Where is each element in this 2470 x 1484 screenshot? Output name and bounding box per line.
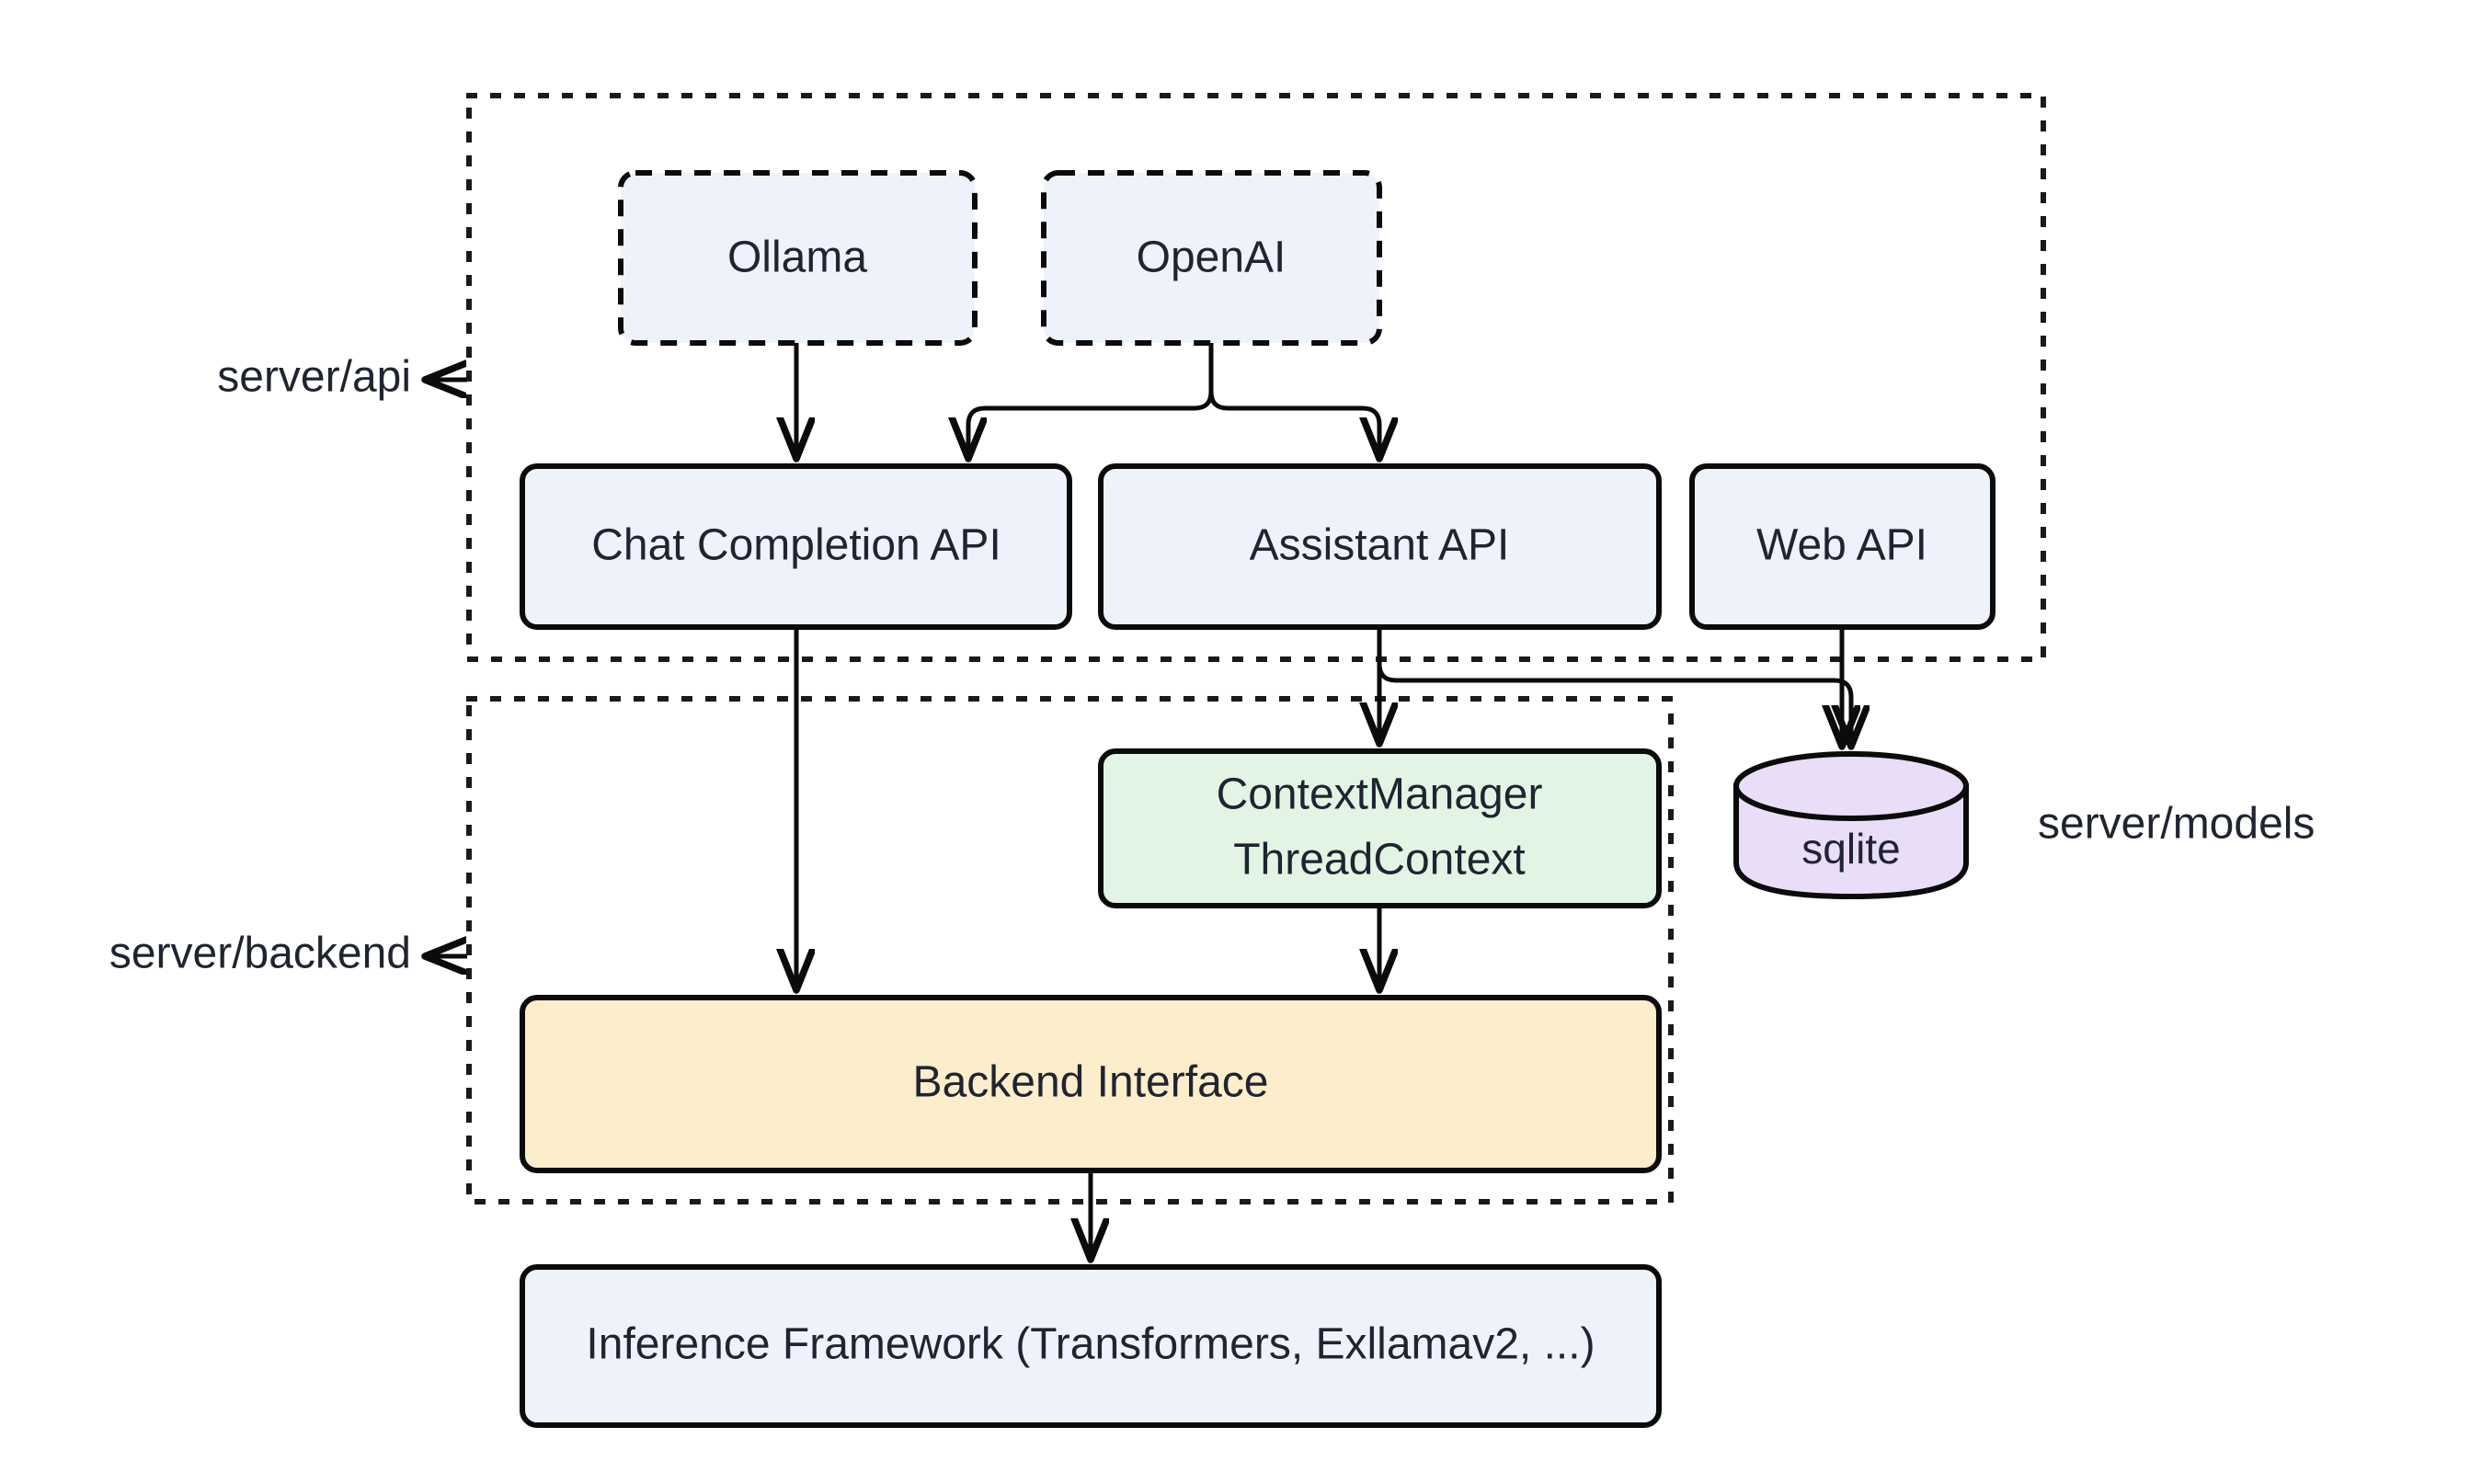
- node-ollama[interactable]: Ollama: [618, 170, 978, 346]
- node-sqlite[interactable]: sqlite: [1733, 751, 1969, 900]
- group-server-api: server/api: [217, 93, 2046, 662]
- node-chat-completion-api[interactable]: Chat Completion API: [520, 463, 1072, 630]
- edge-openai-to-assistant-api: [1208, 391, 1379, 457]
- node-sqlite-label: sqlite: [1801, 825, 1900, 873]
- node-openai[interactable]: OpenAI: [1041, 170, 1382, 346]
- edge-assistant-api-to-sqlite: [1377, 627, 1851, 745]
- node-context-manager[interactable]: ContextManager ThreadContext: [1098, 748, 1662, 908]
- node-chat-completion-api-shape: [520, 463, 1072, 630]
- edge-openai-to-chat-completion-api: [968, 391, 1214, 457]
- node-context-manager-label-line1: ContextManager: [1217, 771, 1543, 819]
- group-server-api-border: [466, 93, 2046, 662]
- node-web-api-shape: [1689, 463, 1995, 630]
- node-backend-interface[interactable]: Backend Interface: [520, 995, 1662, 1173]
- node-web-api[interactable]: Web API: [1689, 463, 1995, 630]
- node-chat-completion-api-label: Chat Completion API: [591, 521, 1001, 570]
- group-server-models-label: server/models: [2038, 800, 2315, 849]
- group-server-backend: server/backend: [109, 696, 1674, 1204]
- node-ollama-shape: [618, 170, 978, 346]
- node-web-api-label: Web API: [1756, 521, 1927, 570]
- group-server-api-label: server/api: [217, 353, 411, 402]
- node-inference-framework-label: Inference Framework (Transformers, Exlla…: [586, 1320, 1595, 1369]
- node-openai-shape: [1041, 170, 1382, 346]
- node-backend-interface-shape: [520, 995, 1662, 1173]
- node-assistant-api-shape: [1098, 463, 1662, 630]
- node-sqlite-shape-top: [1733, 751, 1969, 821]
- node-assistant-api-label: Assistant API: [1250, 521, 1510, 570]
- node-context-manager-shape: [1098, 748, 1662, 908]
- node-context-manager-label-line2: ThreadContext: [1233, 836, 1526, 885]
- node-inference-framework[interactable]: Inference Framework (Transformers, Exlla…: [520, 1264, 1662, 1428]
- group-server-backend-label: server/backend: [109, 930, 411, 978]
- group-server-backend-border: [466, 696, 1674, 1204]
- node-ollama-label: Ollama: [727, 234, 867, 282]
- node-backend-interface-label: Backend Interface: [913, 1058, 1269, 1107]
- node-inference-framework-shape: [520, 1264, 1662, 1428]
- node-assistant-api[interactable]: Assistant API: [1098, 463, 1662, 630]
- node-openai-label: OpenAI: [1137, 234, 1286, 282]
